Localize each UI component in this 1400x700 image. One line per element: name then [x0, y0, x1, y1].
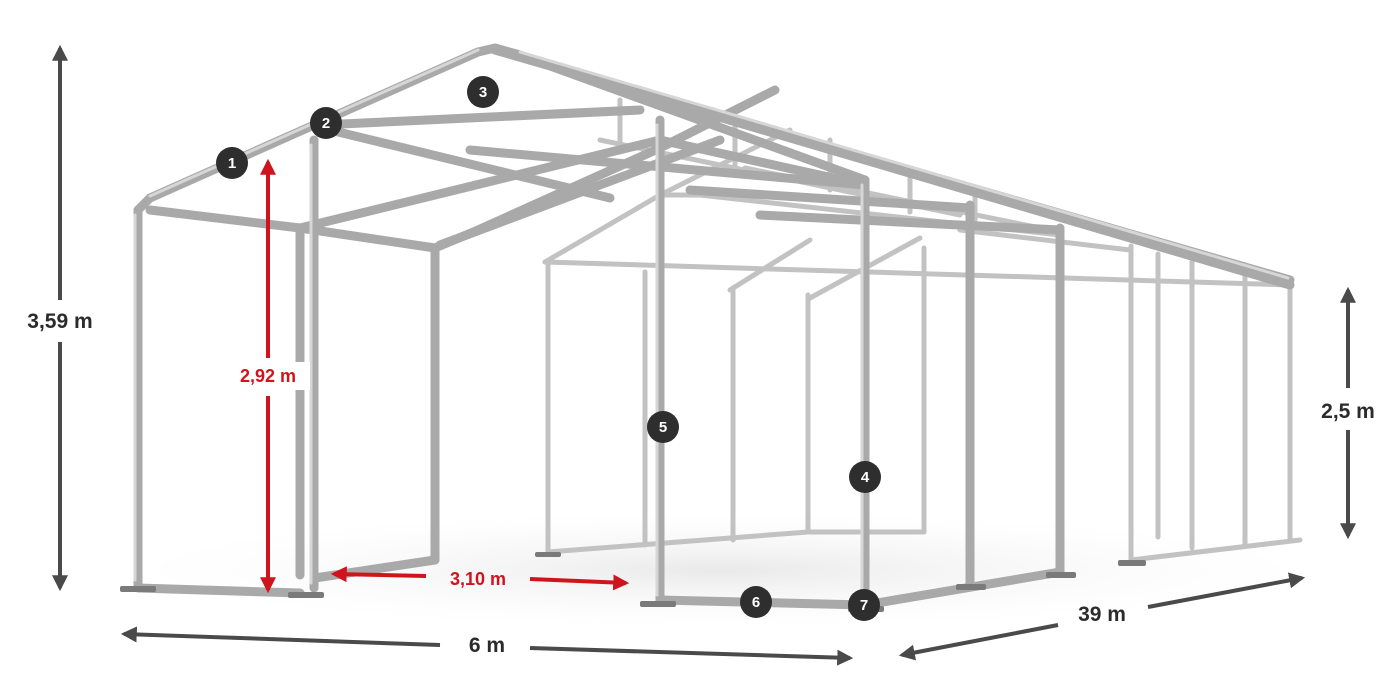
- badge-4-label: 4: [861, 469, 870, 486]
- width-arrow-right: [529, 646, 854, 666]
- badge-7-label: 7: [860, 597, 868, 614]
- total-height-label: 3,59 m: [27, 310, 92, 333]
- badge-1-label: 1: [228, 155, 236, 172]
- badge-6: 6: [740, 586, 772, 618]
- length-label: 39 m: [1078, 603, 1126, 626]
- badge-2-label: 2: [322, 115, 330, 132]
- ridge-height-label: 2,92 m: [240, 366, 296, 386]
- frame-front-gable: [133, 43, 1295, 610]
- badge-3-label: 3: [479, 84, 487, 101]
- floor-shadow: [160, 515, 1280, 625]
- ridge-height-label-bg: [228, 362, 310, 390]
- badge-3: 3: [467, 76, 499, 108]
- badge-6-label: 6: [752, 594, 760, 611]
- dimension-arrows-red: [260, 158, 630, 594]
- width-arrow-left: [120, 626, 441, 647]
- part-badges: 1 2 3 4 5 6 7: [216, 76, 881, 621]
- badge-5-label: 5: [659, 419, 667, 436]
- door-width-arrow-right: [529, 574, 630, 591]
- badge-5: 5: [647, 411, 679, 443]
- length-arrow-right: [1147, 572, 1306, 609]
- door-width-label: 3,10 m: [450, 569, 506, 589]
- tent-frame: [120, 43, 1303, 612]
- badge-4: 4: [849, 461, 881, 493]
- width-label: 6 m: [469, 634, 505, 657]
- length-arrow-left: [898, 623, 1059, 661]
- badge-2: 2: [310, 107, 342, 139]
- door-width-arrow-left: [330, 566, 427, 583]
- side-height-label: 2,5 m: [1321, 400, 1375, 423]
- dimension-arrows: [52, 44, 1356, 666]
- badge-7: 7: [848, 589, 880, 621]
- badge-1: 1: [216, 147, 248, 179]
